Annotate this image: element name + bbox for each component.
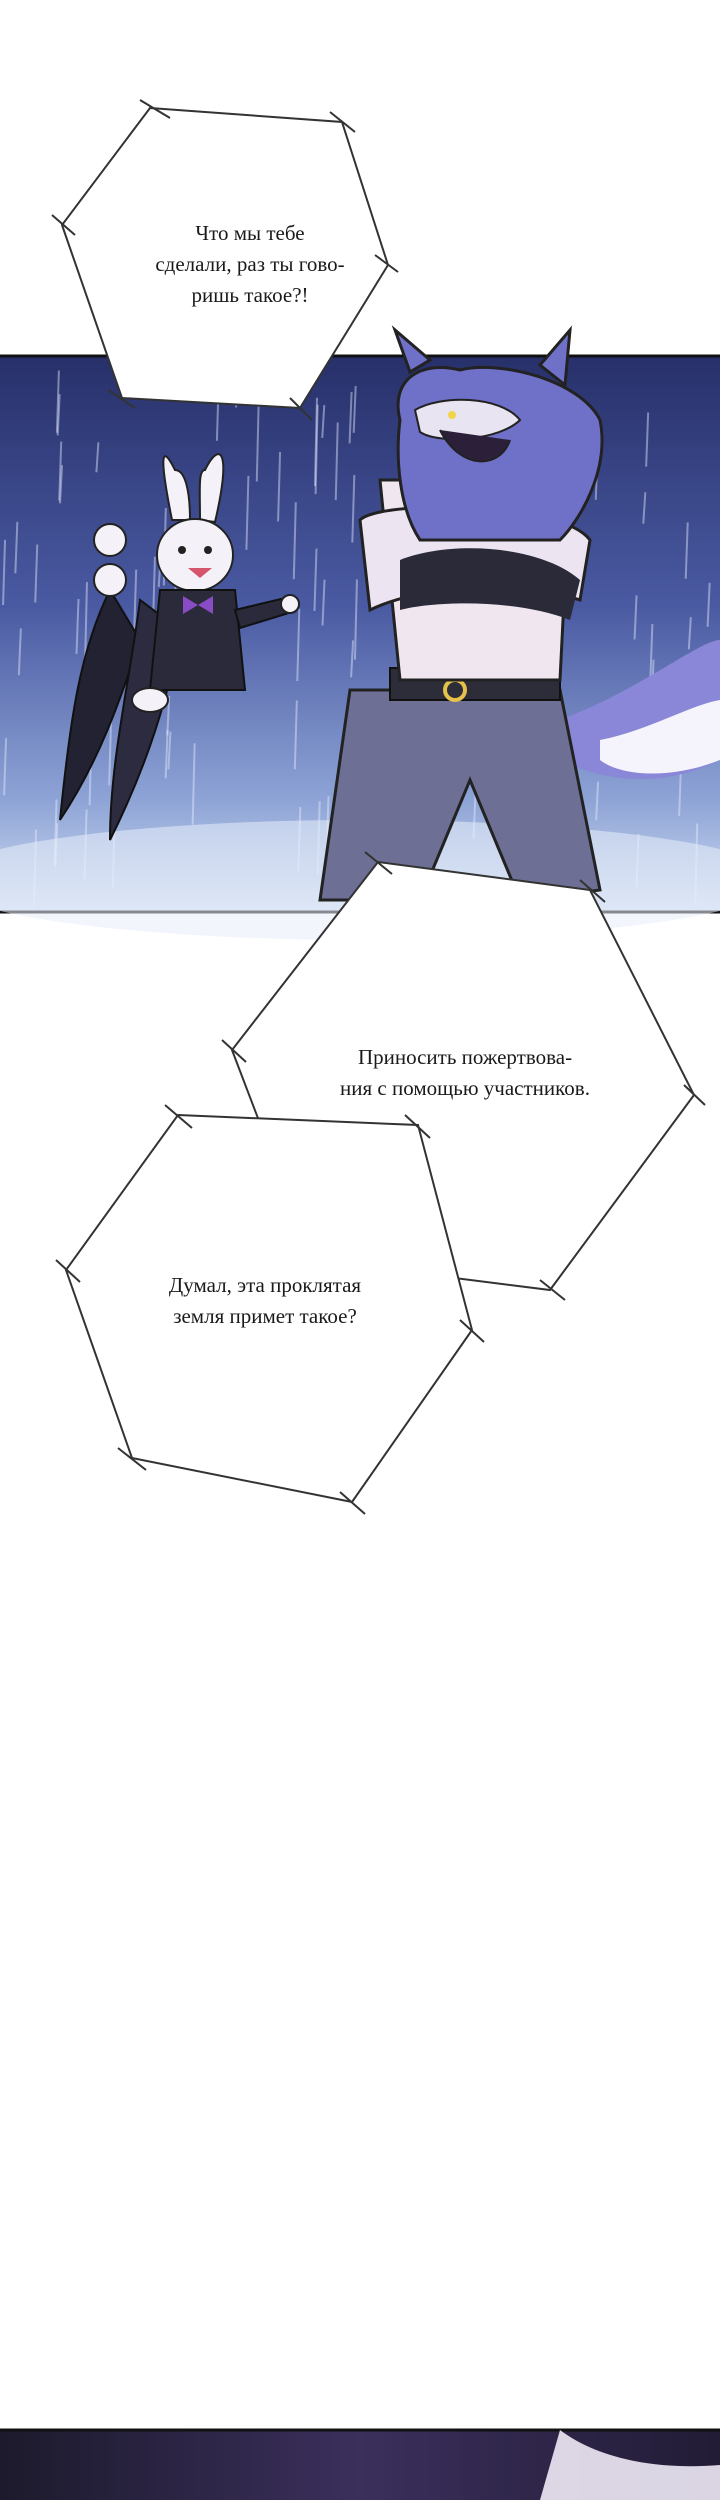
rain-streak [166,695,171,736]
rain-streak [56,394,61,436]
rain-streak [633,595,638,640]
speech-bubble-1 [51,99,399,421]
rain-streak [59,465,64,504]
rain-streak [164,729,169,779]
rain-streak [642,492,647,524]
rain-streak [58,441,63,501]
rain-streak [191,743,196,825]
rain-streak [352,385,357,433]
rain-streak [108,713,113,786]
rain-streak [334,422,339,501]
rain-streak [255,398,260,482]
rain-streak [95,442,100,473]
rain-streak [595,781,600,821]
rain-streak [17,628,22,676]
rain-streak [351,474,356,543]
speech-bubble-3 [55,1104,485,1515]
rain-streak [133,569,138,633]
speech-bubble-2-text: Приносить пожертвова- ния с помощью учас… [340,1045,590,1100]
rabbit-character [59,453,300,841]
rain-streak [55,370,60,433]
wolf-character [318,325,720,902]
rain-streak [296,608,301,682]
rain-streak [34,544,39,603]
rain-streak [706,582,711,627]
rain-streak [314,404,319,495]
rain-streak [350,640,355,678]
rain-streak [3,738,8,796]
rain-streak [292,502,297,580]
rain-streak [245,475,250,550]
speech-bubble-1-text: Что мы тебе сделали, раз ты гово- ришь т… [155,221,345,307]
rain-streak [313,548,318,612]
speech-bubble-3-text: Думал, эта проклятая земля примет такое? [168,1273,362,1328]
rain-streak [649,624,654,680]
rain-streak [167,731,172,770]
rain-streak [321,405,326,439]
rain-streak [277,451,282,522]
rain-streak [2,539,7,606]
rain-streak [645,412,650,467]
rain-streak [293,700,298,770]
rain-streak [321,579,326,626]
rain-streak [313,397,318,487]
rain-streak [687,617,692,650]
rain-streak [684,522,689,579]
rain-streak [348,392,353,444]
rain-streak [14,521,19,574]
rain-streak [75,598,80,654]
rain-streak [353,579,358,660]
